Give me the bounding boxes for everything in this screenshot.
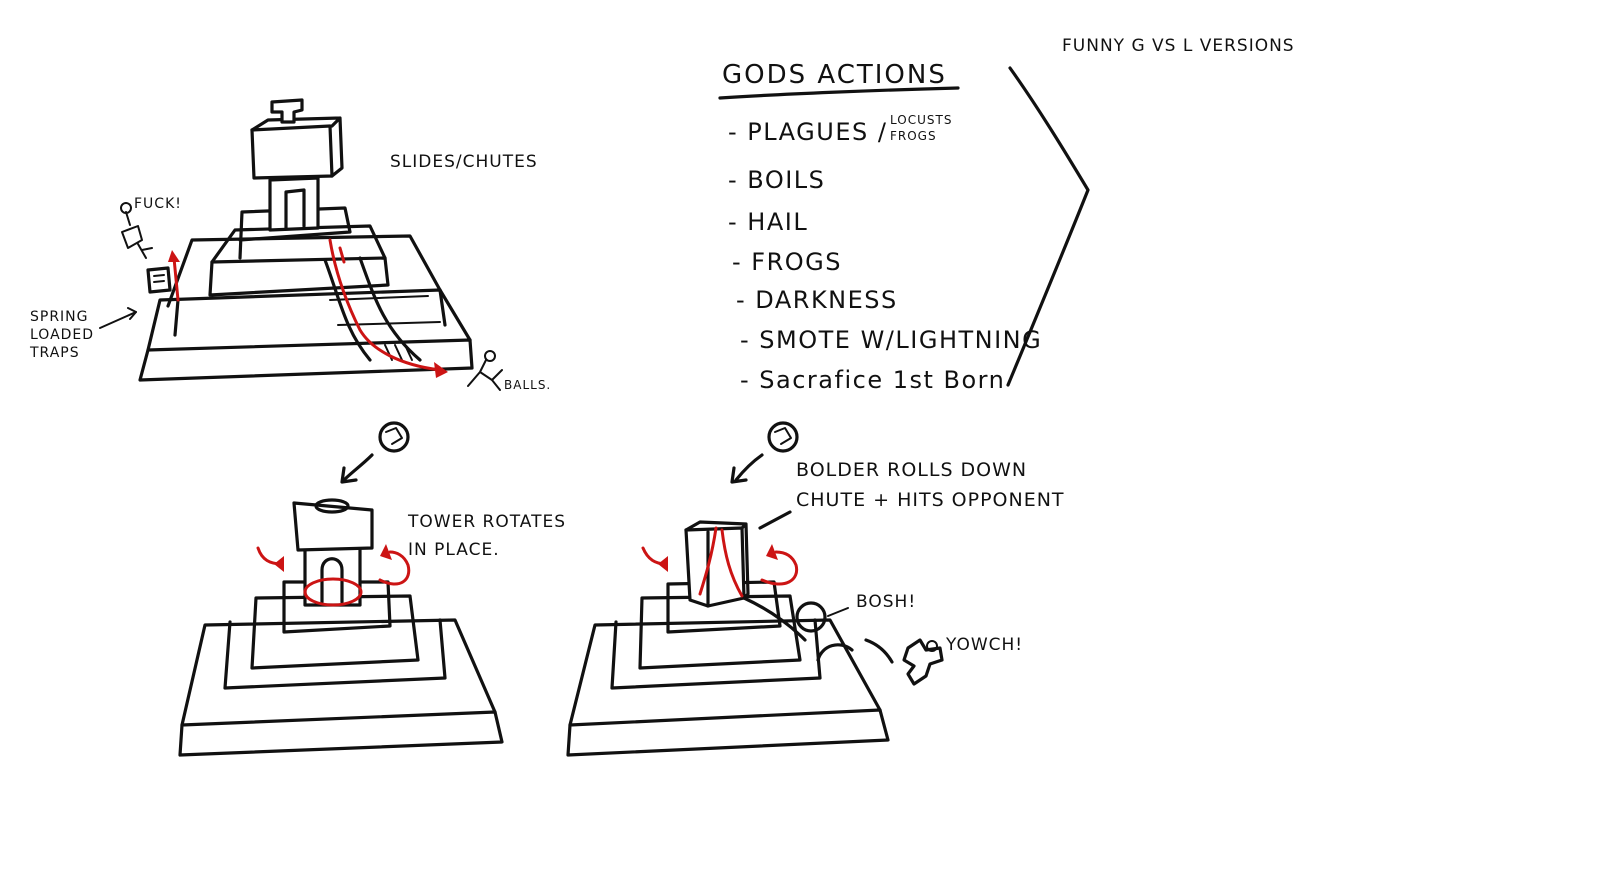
launched-figure-head — [120, 202, 132, 214]
tower-door — [284, 188, 306, 230]
bolder-label-pointer — [758, 510, 792, 530]
boulder-rotation-arrowhead-right — [766, 544, 778, 560]
impact-arc — [816, 643, 854, 662]
funny-versions-label: FUNNY G vs L VERSIONS — [1062, 36, 1295, 56]
bosh-label: BOSH! — [856, 592, 917, 612]
balls-label: BALLS. — [504, 378, 552, 392]
ziggurat-sketch-main — [99, 98, 503, 391]
slides-chutes-label: SLIDES/CHUTES — [390, 152, 538, 172]
launched-figure — [121, 211, 153, 259]
rotating-tier-2 — [223, 618, 447, 690]
slide-mark — [338, 246, 346, 264]
boulder-top-platform — [666, 580, 782, 634]
bosh-pointer — [827, 607, 849, 617]
ziggurat-tier-1 — [138, 338, 474, 382]
boulder-1-detail — [385, 427, 403, 445]
gods-action-item: - FROGS — [732, 248, 842, 276]
boulder-tier-1 — [566, 708, 890, 757]
tower-rotates-line-2: IN PLACE. — [408, 540, 500, 560]
tower-body — [268, 176, 320, 232]
ziggurat-tier-3-top — [210, 224, 387, 264]
boulder-1-arrow — [342, 453, 374, 482]
spring-traps-pointer — [99, 311, 137, 329]
spring-traps-label: SPRING LOADED TRAPS — [30, 308, 94, 362]
gods-action-item: - Sacrafice 1st Born — [740, 366, 1006, 394]
boulder-tower-body — [684, 526, 746, 608]
tower-crown — [270, 98, 304, 124]
gods-actions-bracket — [1006, 66, 1090, 387]
rotating-tower-door — [320, 557, 344, 604]
boulder-tier-1-top — [568, 618, 882, 727]
spring-traps-line-1: SPRING — [30, 309, 89, 325]
ziggurat-tier-2 — [166, 234, 442, 308]
boulder-rotation-arrowhead-left — [658, 556, 668, 572]
rotating-tower-cap — [314, 498, 350, 514]
slide-chute — [323, 256, 422, 362]
ziggurat-tier-1-top — [146, 288, 472, 352]
rotation-arrow-right — [378, 550, 411, 586]
boulder-tier-2 — [610, 618, 822, 690]
spring-trap-box — [146, 266, 172, 294]
rotating-tower-head — [292, 501, 374, 552]
bolder-line-1: BOLDER ROLLS DOWN — [796, 459, 1028, 481]
boulder-2 — [767, 421, 799, 453]
youch-label: YOWCH! — [946, 635, 1024, 655]
gods-action-item: - DARKNESS — [736, 286, 898, 314]
rotating-tower-body — [303, 546, 362, 607]
ziggurat-sketch-boulder — [566, 421, 944, 757]
plague-subnote-line-2: FROGS — [890, 129, 937, 143]
rotation-arrowhead-right — [380, 544, 392, 560]
gods-actions-heading: GODS ACTIONS — [722, 60, 947, 90]
ziggurat-tier-2-sides — [173, 288, 447, 337]
boulder-path — [742, 596, 807, 642]
gods-actions-underline — [718, 86, 960, 100]
trap-launch-arrow — [172, 256, 180, 302]
spring-traps-pointer-head — [127, 307, 137, 320]
gods-action-item: - BOILS — [728, 166, 826, 194]
boulder-tier-3 — [638, 594, 802, 670]
boulder-2-detail — [774, 427, 792, 445]
gods-action-item: - SMOTE W/LIGHTNING — [740, 326, 1043, 354]
boulder-2-arrowhead — [730, 466, 748, 484]
ziggurat-top-platform — [238, 206, 352, 260]
rotating-tier-3 — [250, 594, 420, 670]
tower-rotates-line-1: TOWER ROTATES — [408, 512, 567, 532]
boulder-tower-chute-lines — [698, 526, 744, 598]
rotation-arrowhead-left — [274, 556, 284, 572]
plague-subnote-line-1: LOCUSTS — [890, 113, 953, 127]
rotating-tier-1-top — [180, 618, 497, 727]
fallen-figure-head — [484, 350, 496, 362]
rotating-tier-1 — [178, 710, 504, 757]
boulder-rotation-arrow-right — [760, 550, 799, 586]
tower-head-side — [250, 116, 344, 178]
slide-arrow — [328, 238, 442, 372]
spring-traps-line-3: TRAPS — [30, 345, 80, 361]
slide-arrowhead — [434, 362, 448, 378]
trap-launch-arrowhead — [168, 250, 180, 262]
tower-rotates-label: TOWER ROTATES IN PLACE. — [408, 508, 566, 564]
fuck-label: FUCK! — [134, 196, 182, 212]
boulder-1-arrowhead — [340, 466, 358, 484]
boulder-2-arrow — [734, 453, 764, 482]
opponent-figure-head — [926, 640, 938, 652]
plague-subnote: LOCUSTS FROGS — [890, 112, 952, 144]
bolder-label: BOLDER ROLLS DOWN CHUTE + HITS OPPONENT — [796, 455, 1065, 515]
ziggurat-sketch-rotating — [178, 421, 504, 757]
spring-trap-lines — [153, 274, 165, 283]
gods-action-item: - HAIL — [728, 208, 809, 236]
spring-traps-line-2: LOADED — [30, 327, 95, 343]
rotation-ring — [303, 577, 363, 607]
bolder-line-2: CHUTE + HITS OPPONENT — [796, 489, 1065, 511]
boulder-1 — [378, 421, 410, 453]
fallen-figure — [467, 359, 503, 391]
gods-action-item: - PLAGUES / — [728, 118, 888, 146]
impact-arc-2 — [864, 638, 894, 664]
tower-head — [250, 124, 334, 180]
boulder-impact — [795, 601, 827, 633]
